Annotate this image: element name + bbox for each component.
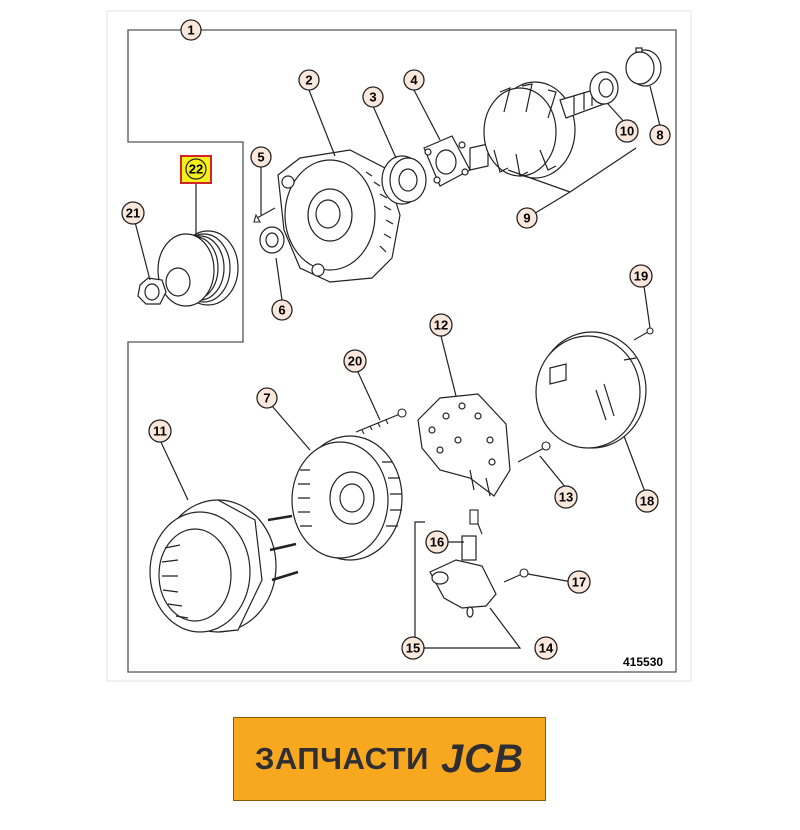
callout-3-label: 3 <box>369 90 376 105</box>
callout-18-label: 18 <box>640 494 654 509</box>
assembly-outline <box>127 29 677 673</box>
callout-3[interactable]: 3 <box>362 86 384 108</box>
callout-19-label: 19 <box>634 269 648 284</box>
bearing-part-3 <box>381 155 427 205</box>
callout-16[interactable]: 16 <box>425 530 449 554</box>
banner-label: ЗАПЧАСТИ <box>255 741 429 776</box>
callout-7[interactable]: 7 <box>256 387 278 409</box>
rear-housing-part-7 <box>291 435 403 561</box>
callout-2-label: 2 <box>305 73 312 88</box>
diagram-frame <box>106 10 692 682</box>
brush-part-16 <box>469 509 483 535</box>
callout-5-label: 5 <box>257 150 264 165</box>
diagram-reference-number: 415530 <box>623 655 663 669</box>
callout-17-label: 17 <box>572 575 586 590</box>
washer-part-6 <box>259 226 285 254</box>
screw-part-19 <box>633 327 654 341</box>
callout-17[interactable]: 17 <box>567 570 591 594</box>
callout-5[interactable]: 5 <box>250 146 272 168</box>
callout-2[interactable]: 2 <box>298 69 320 91</box>
bolt-part-20 <box>355 408 407 435</box>
retainer-plate-part-4 <box>423 135 471 187</box>
callout-10-label: 10 <box>620 124 634 139</box>
cap-part-8 <box>625 47 662 87</box>
screw-part-13 <box>517 441 551 463</box>
callout-4-label: 4 <box>410 73 418 88</box>
pulley-nut-part <box>137 277 167 305</box>
callout-21-label: 21 <box>126 206 140 221</box>
rotor-part-9 <box>469 81 605 179</box>
callout-20-label: 20 <box>348 354 362 369</box>
callout-21[interactable]: 21 <box>121 201 145 225</box>
callout-15-label: 15 <box>406 641 420 656</box>
callout-6[interactable]: 6 <box>271 299 293 321</box>
callout-12-label: 12 <box>434 318 448 333</box>
callout-11-label: 11 <box>153 424 167 439</box>
callout-1[interactable]: 1 <box>180 19 202 41</box>
callout-10[interactable]: 10 <box>615 119 639 143</box>
rear-cover-part-18 <box>535 331 647 449</box>
banner-brand-logo: JCB <box>440 736 524 781</box>
pulley-part <box>157 230 239 307</box>
bearing-part-10 <box>589 71 619 105</box>
callout-6-label: 6 <box>278 303 285 318</box>
callout-13-label: 13 <box>559 490 573 505</box>
callout-20[interactable]: 20 <box>343 349 367 373</box>
callout-12[interactable]: 12 <box>429 313 453 337</box>
callout-7-label: 7 <box>263 391 270 406</box>
drive-end-housing-part <box>277 149 401 283</box>
regulator-part-14 <box>429 535 497 618</box>
callout-18[interactable]: 18 <box>635 489 659 513</box>
callout-14[interactable]: 14 <box>534 636 558 660</box>
callout-9[interactable]: 9 <box>516 207 538 229</box>
rectifier-part-12 <box>417 393 511 497</box>
callout-9-label: 9 <box>523 211 530 226</box>
screw-part-17 <box>503 568 529 583</box>
brand-banner[interactable]: ЗАПЧАСТИ JCB <box>233 717 546 801</box>
callout-15[interactable]: 15 <box>401 636 425 660</box>
callout-8-label: 8 <box>656 128 663 143</box>
screw-part-5 <box>253 207 276 223</box>
leader-lines <box>134 85 661 649</box>
callout-22-highlighted[interactable]: 22 <box>180 155 212 184</box>
stator-part-11 <box>149 499 299 633</box>
callout-11[interactable]: 11 <box>148 419 172 443</box>
callout-22-label: 22 <box>189 162 203 177</box>
callout-1-label: 1 <box>187 23 194 38</box>
callout-4[interactable]: 4 <box>403 69 425 91</box>
callout-8[interactable]: 8 <box>649 124 671 146</box>
callout-14-label: 14 <box>539 641 554 656</box>
callout-13[interactable]: 13 <box>554 485 578 509</box>
callout-19[interactable]: 19 <box>629 264 653 288</box>
callout-16-label: 16 <box>430 535 444 550</box>
